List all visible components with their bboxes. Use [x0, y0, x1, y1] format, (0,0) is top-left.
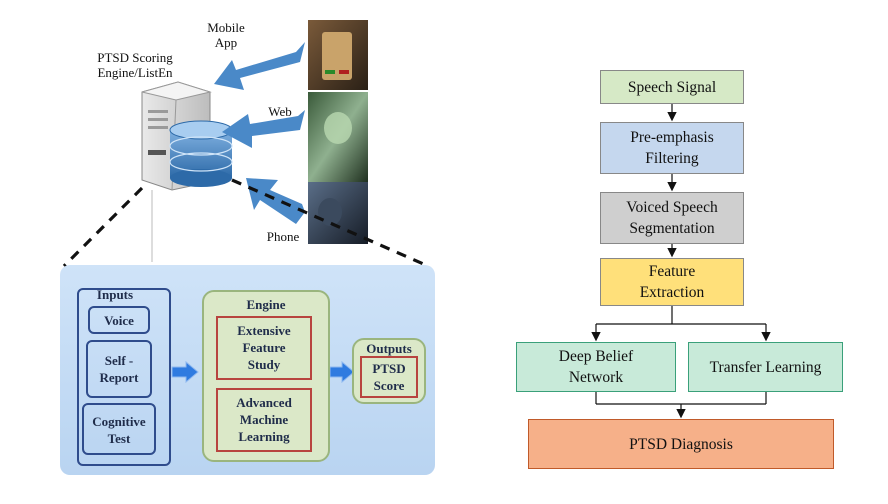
source-label-mobile-app: Mobile App — [207, 20, 245, 50]
inputs-title: Inputs — [96, 287, 134, 302]
input-voice-box — [88, 306, 150, 334]
source-label-phone: Phone — [266, 229, 300, 244]
input-self-report-box — [86, 340, 152, 398]
engine-item-machine-learning-box — [216, 388, 312, 452]
zoom-line-left — [62, 186, 144, 268]
engine-title: Engine — [246, 297, 286, 312]
engine-label: PTSD Scoring Engine/ListEn — [97, 50, 173, 80]
outputs-group — [352, 338, 426, 404]
source-arrows — [214, 42, 305, 224]
arrow-engine-to-outputs — [329, 360, 355, 384]
arrow-inputs-to-engine — [171, 360, 199, 384]
outputs-title: Outputs — [366, 341, 412, 356]
flow-final-diagnosis: PTSD Diagnosis — [528, 419, 834, 469]
flow-step-speech-signal: Speech Signal — [600, 70, 744, 104]
flow-branch-transfer-learning: Transfer Learning — [688, 342, 843, 392]
engine-item-feature-study: Extensive Feature Study — [237, 323, 291, 372]
input-self-report: Self - Report — [99, 353, 139, 385]
input-cognitive-test: Cognitive Test — [92, 414, 146, 446]
flow-step-pre-emphasis: Pre-emphasis Filtering — [600, 122, 744, 174]
engine-item-machine-learning: Advanced Machine Learning — [236, 395, 292, 444]
flow-step-voiced-segmentation: Voiced Speech Segmentation — [600, 192, 744, 244]
output-ptsd-score: PTSD Score — [372, 361, 406, 393]
flow-branch-deep-belief: Deep Belief Network — [516, 342, 676, 392]
inputs-group — [77, 288, 171, 466]
engine-group — [202, 290, 330, 462]
flow-step-feature-extraction: Feature Extraction — [600, 258, 744, 306]
engine-item-feature-study-box — [216, 316, 312, 380]
input-voice: Voice — [104, 313, 134, 328]
input-cognitive-test-box — [82, 403, 156, 455]
output-score-box — [360, 356, 418, 398]
source-label-web: Web — [268, 104, 292, 119]
